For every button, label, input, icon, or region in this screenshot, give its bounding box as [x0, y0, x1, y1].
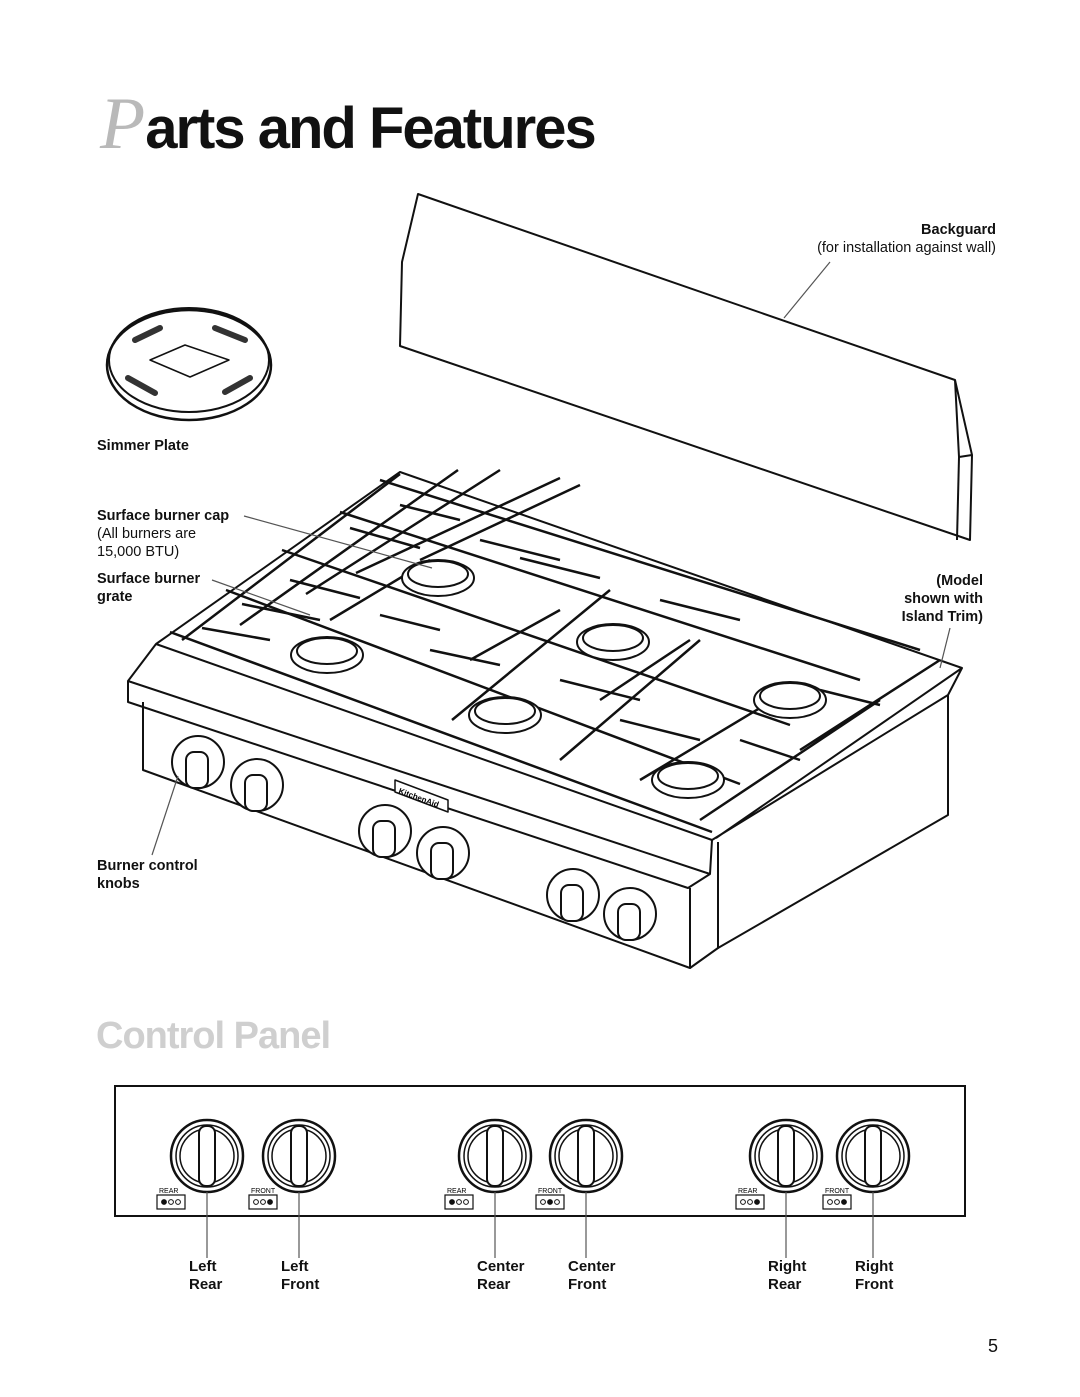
control-knob-3: REAR [444, 1118, 533, 1258]
backguard-label: Backguard (for installation against wall… [817, 221, 996, 257]
simmer-plate-drawing [105, 307, 273, 422]
page-number: 5 [987, 1336, 998, 1356]
caption-line-2: Front [568, 1276, 607, 1293]
title-text: arts and Features [145, 96, 597, 161]
control-knob-4: FRONT [535, 1118, 624, 1258]
indicator-label: FRONT [251, 1188, 276, 1195]
model-line-2: shown with [904, 591, 983, 607]
control-knob-5: REAR [735, 1118, 824, 1258]
knobs-line-1: Burner control [97, 858, 198, 874]
backguard-panel [399, 193, 973, 541]
burner-heads [290, 559, 827, 799]
backguard-note: (for installation against wall) [817, 240, 996, 256]
control-knob-6: FRONT [822, 1118, 911, 1258]
model-label: (Model shown with Island Trim) [902, 572, 983, 626]
indicator-label: FRONT [825, 1188, 850, 1195]
indicator-label: REAR [447, 1188, 466, 1195]
caption-line-1: Right [855, 1258, 894, 1275]
grate-label: Surface burner grate [97, 570, 200, 606]
simmer-plate-title: Simmer Plate [97, 438, 189, 454]
backguard-title: Backguard [921, 222, 996, 238]
indicator-label: FRONT [538, 1188, 563, 1195]
caption-line-2: Rear [189, 1276, 223, 1293]
caption-line-2: Rear [477, 1276, 511, 1293]
control-panel-diagram: REAR FRONT REAR FRONT REAR FRONT [114, 1085, 966, 1258]
brand-plate [394, 779, 449, 813]
grate-line-1: Surface burner [97, 571, 201, 587]
control-knob-2: FRONT [248, 1118, 337, 1258]
leader-lines [151, 261, 951, 856]
caption-line-2: Rear [768, 1276, 802, 1293]
indicator-label: REAR [738, 1188, 757, 1195]
burner-grates [169, 468, 941, 834]
caption-line-1: Center [477, 1258, 525, 1275]
caption-line-2: Front [281, 1276, 320, 1293]
burner-cap-label: Surface burner cap (All burners are 15,0… [97, 507, 229, 561]
cooktop-illustration: KitchenAid [105, 193, 973, 969]
caption-line-1: Left [281, 1258, 309, 1275]
model-line-1: (Model [936, 573, 983, 589]
burner-cap-note-1: (All burners are [97, 526, 197, 542]
simmer-plate-label: Simmer Plate [97, 437, 189, 455]
cooktop-body [127, 471, 963, 969]
title-dropcap: P [100, 83, 146, 165]
indicator-label: REAR [159, 1188, 178, 1195]
burner-cap-title: Surface burner cap [97, 508, 230, 524]
control-panel-title: Control Panel [96, 1015, 331, 1057]
caption-line-1: Right [768, 1258, 807, 1275]
control-knob-1: REAR [156, 1118, 245, 1258]
caption-line-1: Left [189, 1258, 217, 1275]
cooktop-knobs [171, 735, 657, 941]
control-panel-frame [114, 1085, 966, 1217]
burner-cap-note-2: 15,000 BTU) [97, 544, 180, 560]
knobs-line-2: knobs [97, 876, 140, 892]
page-title: Parts and Features [100, 82, 597, 167]
knobs-label: Burner control knobs [97, 857, 198, 893]
model-line-3: Island Trim) [901, 609, 983, 625]
caption-line-1: Center [568, 1258, 616, 1275]
grate-line-2: grate [97, 589, 133, 605]
caption-line-2: Front [855, 1276, 894, 1293]
